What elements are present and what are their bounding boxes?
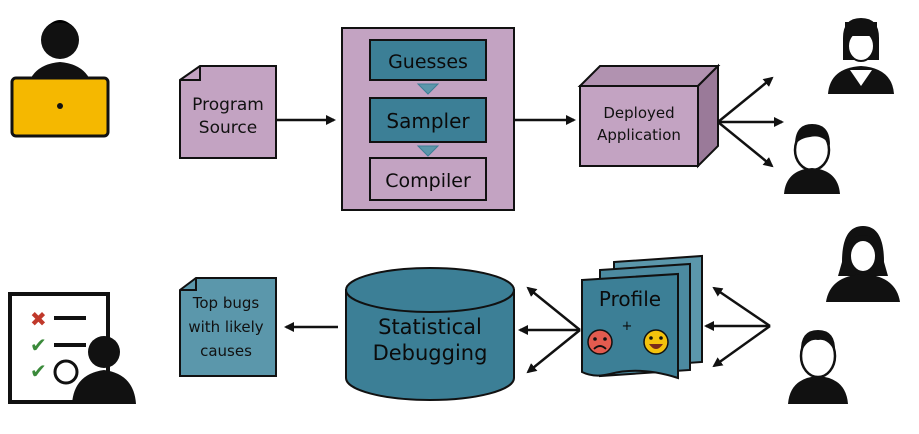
profile-plus: + bbox=[622, 319, 633, 334]
top-bugs-document: Top bugs with likely causes bbox=[179, 277, 277, 377]
developer-laptop-icon bbox=[10, 20, 110, 138]
program-source-document: Program Source bbox=[179, 65, 277, 159]
deployed-application-box: Deployed Application bbox=[577, 63, 721, 169]
deployed-label-line2: Application bbox=[597, 126, 681, 144]
deployed-label-line1: Deployed bbox=[603, 104, 674, 122]
svg-text:✔: ✔ bbox=[30, 333, 47, 357]
svg-text:✔: ✔ bbox=[30, 359, 47, 383]
top-bugs-line1: Top bugs bbox=[192, 294, 260, 312]
guesses-box bbox=[369, 39, 487, 81]
sampler-label: Sampler bbox=[386, 109, 470, 133]
user-icon bbox=[826, 226, 900, 302]
funnel-arrow-1 bbox=[416, 83, 440, 95]
compiler-label: Compiler bbox=[385, 170, 471, 192]
statistical-label-line1: Statistical bbox=[378, 315, 482, 339]
statistical-debugging-database: Statistical Debugging bbox=[345, 267, 515, 401]
user-icon bbox=[828, 18, 894, 94]
aggregation-arrows-right bbox=[704, 286, 771, 368]
funnel-arrow-2 bbox=[416, 145, 440, 157]
sampler-box bbox=[369, 97, 487, 143]
statistical-label-line2: Debugging bbox=[373, 341, 488, 365]
sad-face-icon bbox=[587, 329, 613, 355]
guesses-label: Guesses bbox=[388, 51, 468, 73]
compiler-box bbox=[369, 157, 487, 201]
program-source-label-line2: Source bbox=[199, 118, 257, 138]
aggregation-arrows-left bbox=[518, 286, 581, 374]
happy-face-icon bbox=[643, 329, 669, 355]
profile-stack: Profile + bbox=[581, 254, 703, 380]
user-icon bbox=[788, 330, 848, 404]
top-bugs-line2: with likely bbox=[188, 318, 263, 336]
profile-label: Profile bbox=[599, 287, 661, 311]
top-bugs-line3: causes bbox=[200, 342, 252, 360]
checklist-reviewer-icon: ✖ ✔ ✔ bbox=[8, 292, 136, 404]
user-icon bbox=[784, 124, 840, 194]
svg-text:✖: ✖ bbox=[30, 307, 47, 331]
compiler-pipeline-box: Guesses Sampler Compiler bbox=[341, 27, 515, 211]
distribution-arrows bbox=[717, 76, 784, 168]
program-source-label-line1: Program bbox=[192, 95, 264, 115]
